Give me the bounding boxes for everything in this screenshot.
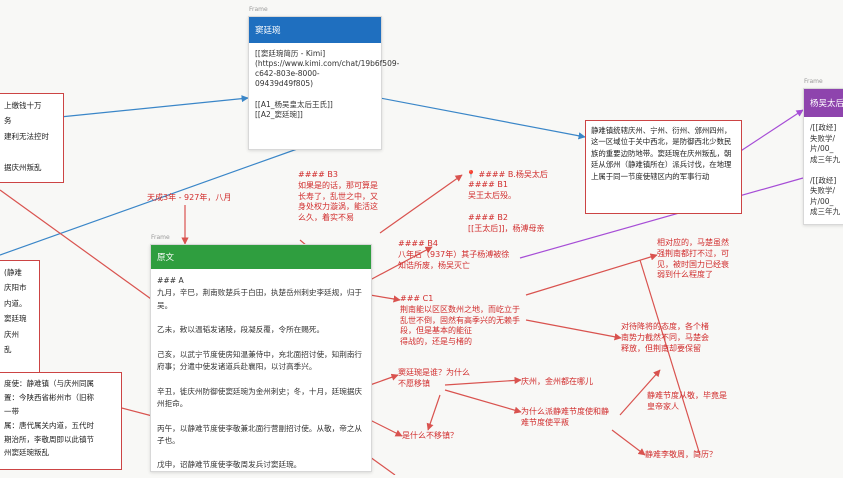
frame-title: 窦廷琬 bbox=[249, 17, 381, 43]
note-b-empress: 📍 #### B.杨吴太后 bbox=[466, 170, 548, 179]
note-q5: 是什么不移镇？ bbox=[402, 431, 458, 440]
note-b2: #### B2 [[王太后]]，杨溥母亲 bbox=[468, 213, 545, 233]
connector-line[interactable] bbox=[444, 389, 522, 414]
card-left-bottom[interactable]: 度使：静难镇（与庆州同属 置：今陕西省彬州市（旧称 一带 属：唐代属关内道，五代… bbox=[0, 372, 122, 470]
note-r2: 对待降将的态度，各个楮南势力截然不同，马楚会释放，但荆南却要保留 bbox=[621, 322, 709, 353]
card-jingnan-region[interactable]: 静难镇统辖庆州、宁州、衍州、邠州四州，这一区域位于关中西北，是防御西北少数民族的… bbox=[585, 120, 742, 214]
frame-label: Frame bbox=[804, 78, 823, 85]
note-q1: 窦廷琬是谁？为什么 不愿移镇 bbox=[398, 368, 470, 388]
note-r1: 相对应的，马楚虽然强荆南都打不过，可见，被时国力已经衰弱到什么程度了 bbox=[657, 238, 729, 280]
note-q3: 为什么派静难节度使和静 难节度使平叛 bbox=[521, 407, 609, 427]
connector-line[interactable] bbox=[426, 394, 441, 431]
note-b4: #### B4 八年后（937年）其子杨溥被徐 知诰所废，杨吴灭亡 bbox=[398, 239, 510, 270]
frame-body: /[[政经] 失败学/ 片/00_ 成三年九 /[[政经] 失败学/ 片/00_… bbox=[810, 123, 840, 216]
card-left-mid[interactable]: (静难 庆阳市 内道。 窦廷琬 庆州 乱 bbox=[0, 260, 40, 378]
connector-line[interactable] bbox=[369, 419, 403, 437]
note-b3: #### B3 如果是的话，那可算是长寿了，乱世之中，又身处权力漩涡，能活这么久… bbox=[298, 170, 378, 223]
connector-line[interactable] bbox=[379, 97, 586, 140]
connector-line[interactable] bbox=[611, 429, 646, 456]
frame-title: 杨吴太后 bbox=[804, 89, 843, 117]
frame-label: Frame bbox=[249, 6, 268, 13]
frame-yangwu-empress[interactable]: Frame 杨吴太后 /[[政经] 失败学/ 片/00_ 成三年九 /[[政经]… bbox=[803, 78, 843, 225]
frame-body: ### A 九月，辛巳，荆南败楚兵于白田，执楚岳州刺史李廷规，归于吴。 乙未，敕… bbox=[157, 276, 363, 470]
note-c1: ### C1 荆南能以区区数州之地，而屹立于乱世不倒，固然有高季兴的无赖手段，但… bbox=[400, 294, 520, 347]
note-q2: 庆州，金州都在哪儿 bbox=[521, 377, 593, 386]
frame-title: 原文 bbox=[151, 245, 371, 269]
note-b1: #### B1 吴王太后殁。 bbox=[468, 180, 516, 200]
card-left-top[interactable]: 上缴钱十万 务 建利无法控时 据庆州叛乱 bbox=[0, 93, 64, 183]
note-date: 天成3年 - 927年，八月 bbox=[147, 193, 232, 202]
connector-line[interactable] bbox=[59, 95, 249, 118]
connector-line[interactable] bbox=[639, 259, 701, 456]
frame-label: Frame bbox=[151, 234, 170, 241]
note-q6: 静难李敬周，简历？ bbox=[645, 450, 717, 459]
frame-dou-tingwan[interactable]: Frame 窦廷琬 [[窦廷琬简历 - Kimi] (https://www.k… bbox=[248, 6, 400, 150]
note-q4: 静难节度从敬，毕竟是 皇帝家人 bbox=[647, 391, 727, 411]
connector-line[interactable] bbox=[525, 253, 658, 296]
frame-original-text[interactable]: Frame 原文 ### A 九月，辛巳，荆南败楚兵于白田，执楚岳州刺史李廷规，… bbox=[150, 234, 372, 472]
connector-line[interactable] bbox=[379, 174, 463, 234]
connector-line[interactable] bbox=[525, 319, 622, 341]
connector-line[interactable] bbox=[369, 373, 399, 386]
frame-body: [[窦廷琬简历 - Kimi] (https://www.kimi.com/ch… bbox=[255, 49, 400, 119]
connector-line[interactable] bbox=[369, 294, 401, 303]
